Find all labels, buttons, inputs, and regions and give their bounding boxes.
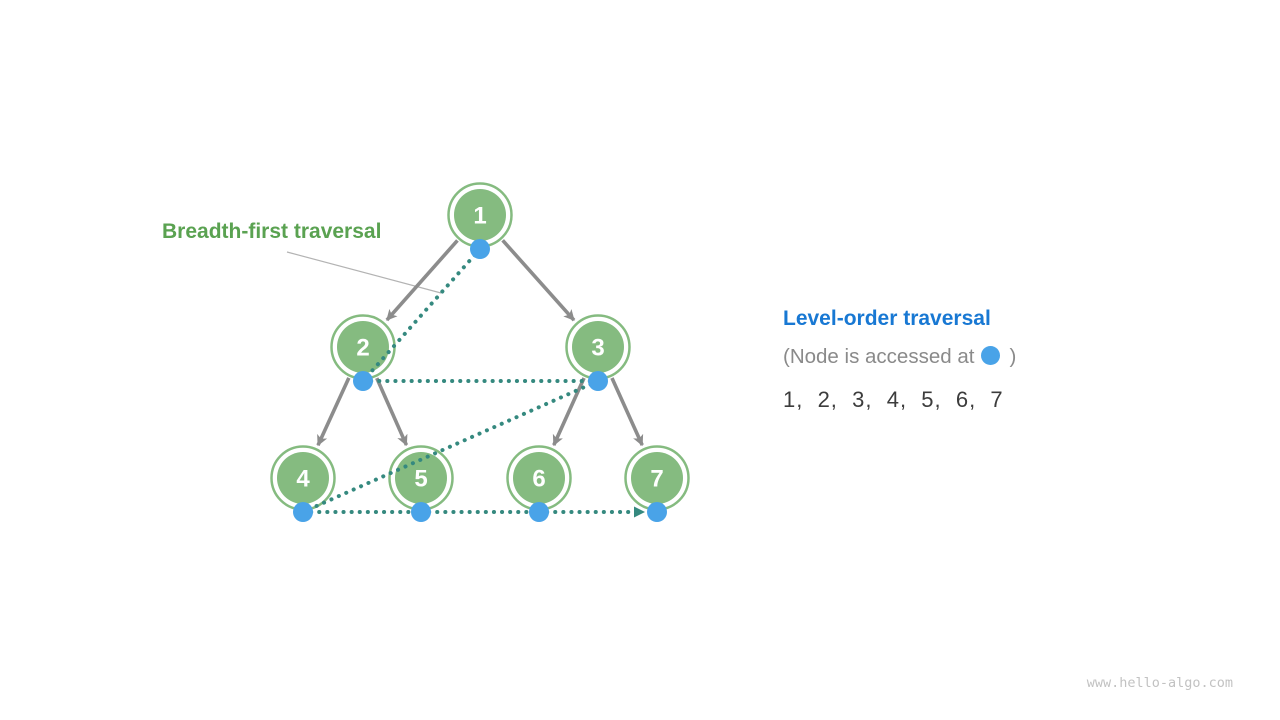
node-label: 1 xyxy=(473,203,486,230)
node-circle xyxy=(513,452,565,504)
node-circle xyxy=(572,321,624,373)
access-dot xyxy=(588,371,608,391)
node-label: 4 xyxy=(296,466,310,493)
node-circle xyxy=(337,321,389,373)
tree-edge xyxy=(375,377,409,446)
tree-edge xyxy=(316,377,351,447)
tree-node: 5 xyxy=(388,445,454,511)
node-circle xyxy=(454,189,506,241)
legend-note-prefix: (Node is accessed at xyxy=(783,345,975,368)
node-circle xyxy=(631,452,683,504)
access-dot xyxy=(529,502,549,522)
tree-node: 1 xyxy=(447,182,513,248)
tree-edge xyxy=(385,239,459,322)
node-circle xyxy=(277,452,329,504)
tree-node: 4 xyxy=(270,445,336,511)
legend-note-suffix: ) xyxy=(1009,345,1017,368)
tree-node: 7 xyxy=(624,445,690,511)
access-dot xyxy=(647,502,667,522)
tree-node: 2 xyxy=(330,314,396,380)
node-label: 2 xyxy=(356,335,369,362)
access-dot xyxy=(293,502,313,522)
traversal-segment xyxy=(361,247,482,383)
access-dot xyxy=(353,371,373,391)
legend-note: (Node is accessed at) xyxy=(783,342,1016,372)
watermark: www.hello-algo.com xyxy=(1086,675,1233,691)
node-label: 6 xyxy=(532,466,545,493)
tree-node: 3 xyxy=(565,314,631,380)
traversal-sequence: 1, 2, 3, 4, 5, 6, 7 xyxy=(783,387,1004,412)
node-label: 5 xyxy=(414,466,427,493)
tree-edge xyxy=(610,377,644,447)
access-dot-icon xyxy=(981,346,1001,365)
tree-node: 6 xyxy=(506,445,572,511)
node-label: 7 xyxy=(650,466,663,493)
legend: Level-order traversal (Node is accessed … xyxy=(783,305,1016,413)
access-dot xyxy=(470,239,490,259)
breadth-first-label: Breadth-first traversal xyxy=(162,220,382,243)
traversal-segment xyxy=(301,379,600,514)
access-dot xyxy=(411,502,431,522)
node-label: 3 xyxy=(591,335,604,362)
node-circle xyxy=(395,452,447,504)
tree-edge xyxy=(552,377,586,447)
legend-title: Level-order traversal xyxy=(783,307,991,330)
tree-edge xyxy=(501,239,576,322)
